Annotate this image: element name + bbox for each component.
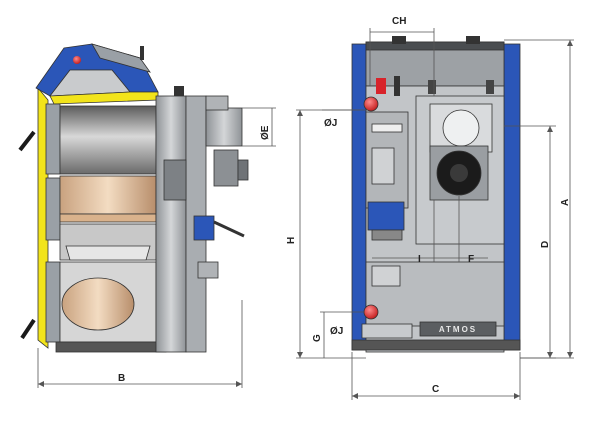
label-g: G <box>312 334 323 342</box>
label-e: ØE <box>260 125 271 140</box>
rear-view: ATMOS <box>351 36 521 353</box>
dimension-e: ØE <box>242 107 276 147</box>
blue-side-panel-left <box>351 43 367 351</box>
dimension-j-top: ØJ <box>322 109 360 129</box>
blue-side-panel-right <box>503 43 521 351</box>
combustion-chamber <box>61 277 135 331</box>
flue-pipe <box>205 107 243 147</box>
label-j-bottom: ØJ <box>330 326 343 337</box>
label-d: D <box>540 241 551 248</box>
nameplate-text: ATMOS <box>439 325 477 334</box>
label-c: C <box>432 384 439 395</box>
label-f: F <box>468 254 474 265</box>
control-box <box>367 201 405 231</box>
side-section-view <box>18 43 249 353</box>
label-ch: CH <box>392 16 406 27</box>
label-a: A <box>560 199 571 206</box>
dimension-i-f: I F <box>372 196 488 265</box>
label-i: I <box>418 254 421 265</box>
dimension-a: A <box>504 39 574 359</box>
fuel-chamber <box>59 105 157 175</box>
upper-connection-valve <box>363 96 379 112</box>
label-j-top: ØJ <box>324 118 337 129</box>
flue-outlet <box>442 109 480 147</box>
label-h: H <box>286 237 297 244</box>
dimension-ch: CH <box>369 16 435 96</box>
label-b: B <box>118 373 125 384</box>
dimension-c: C <box>351 352 521 400</box>
dimension-b: B <box>37 300 243 388</box>
nameplate <box>419 321 497 337</box>
lower-connection-valve <box>363 304 379 320</box>
dimension-g: G ØJ <box>312 311 364 358</box>
